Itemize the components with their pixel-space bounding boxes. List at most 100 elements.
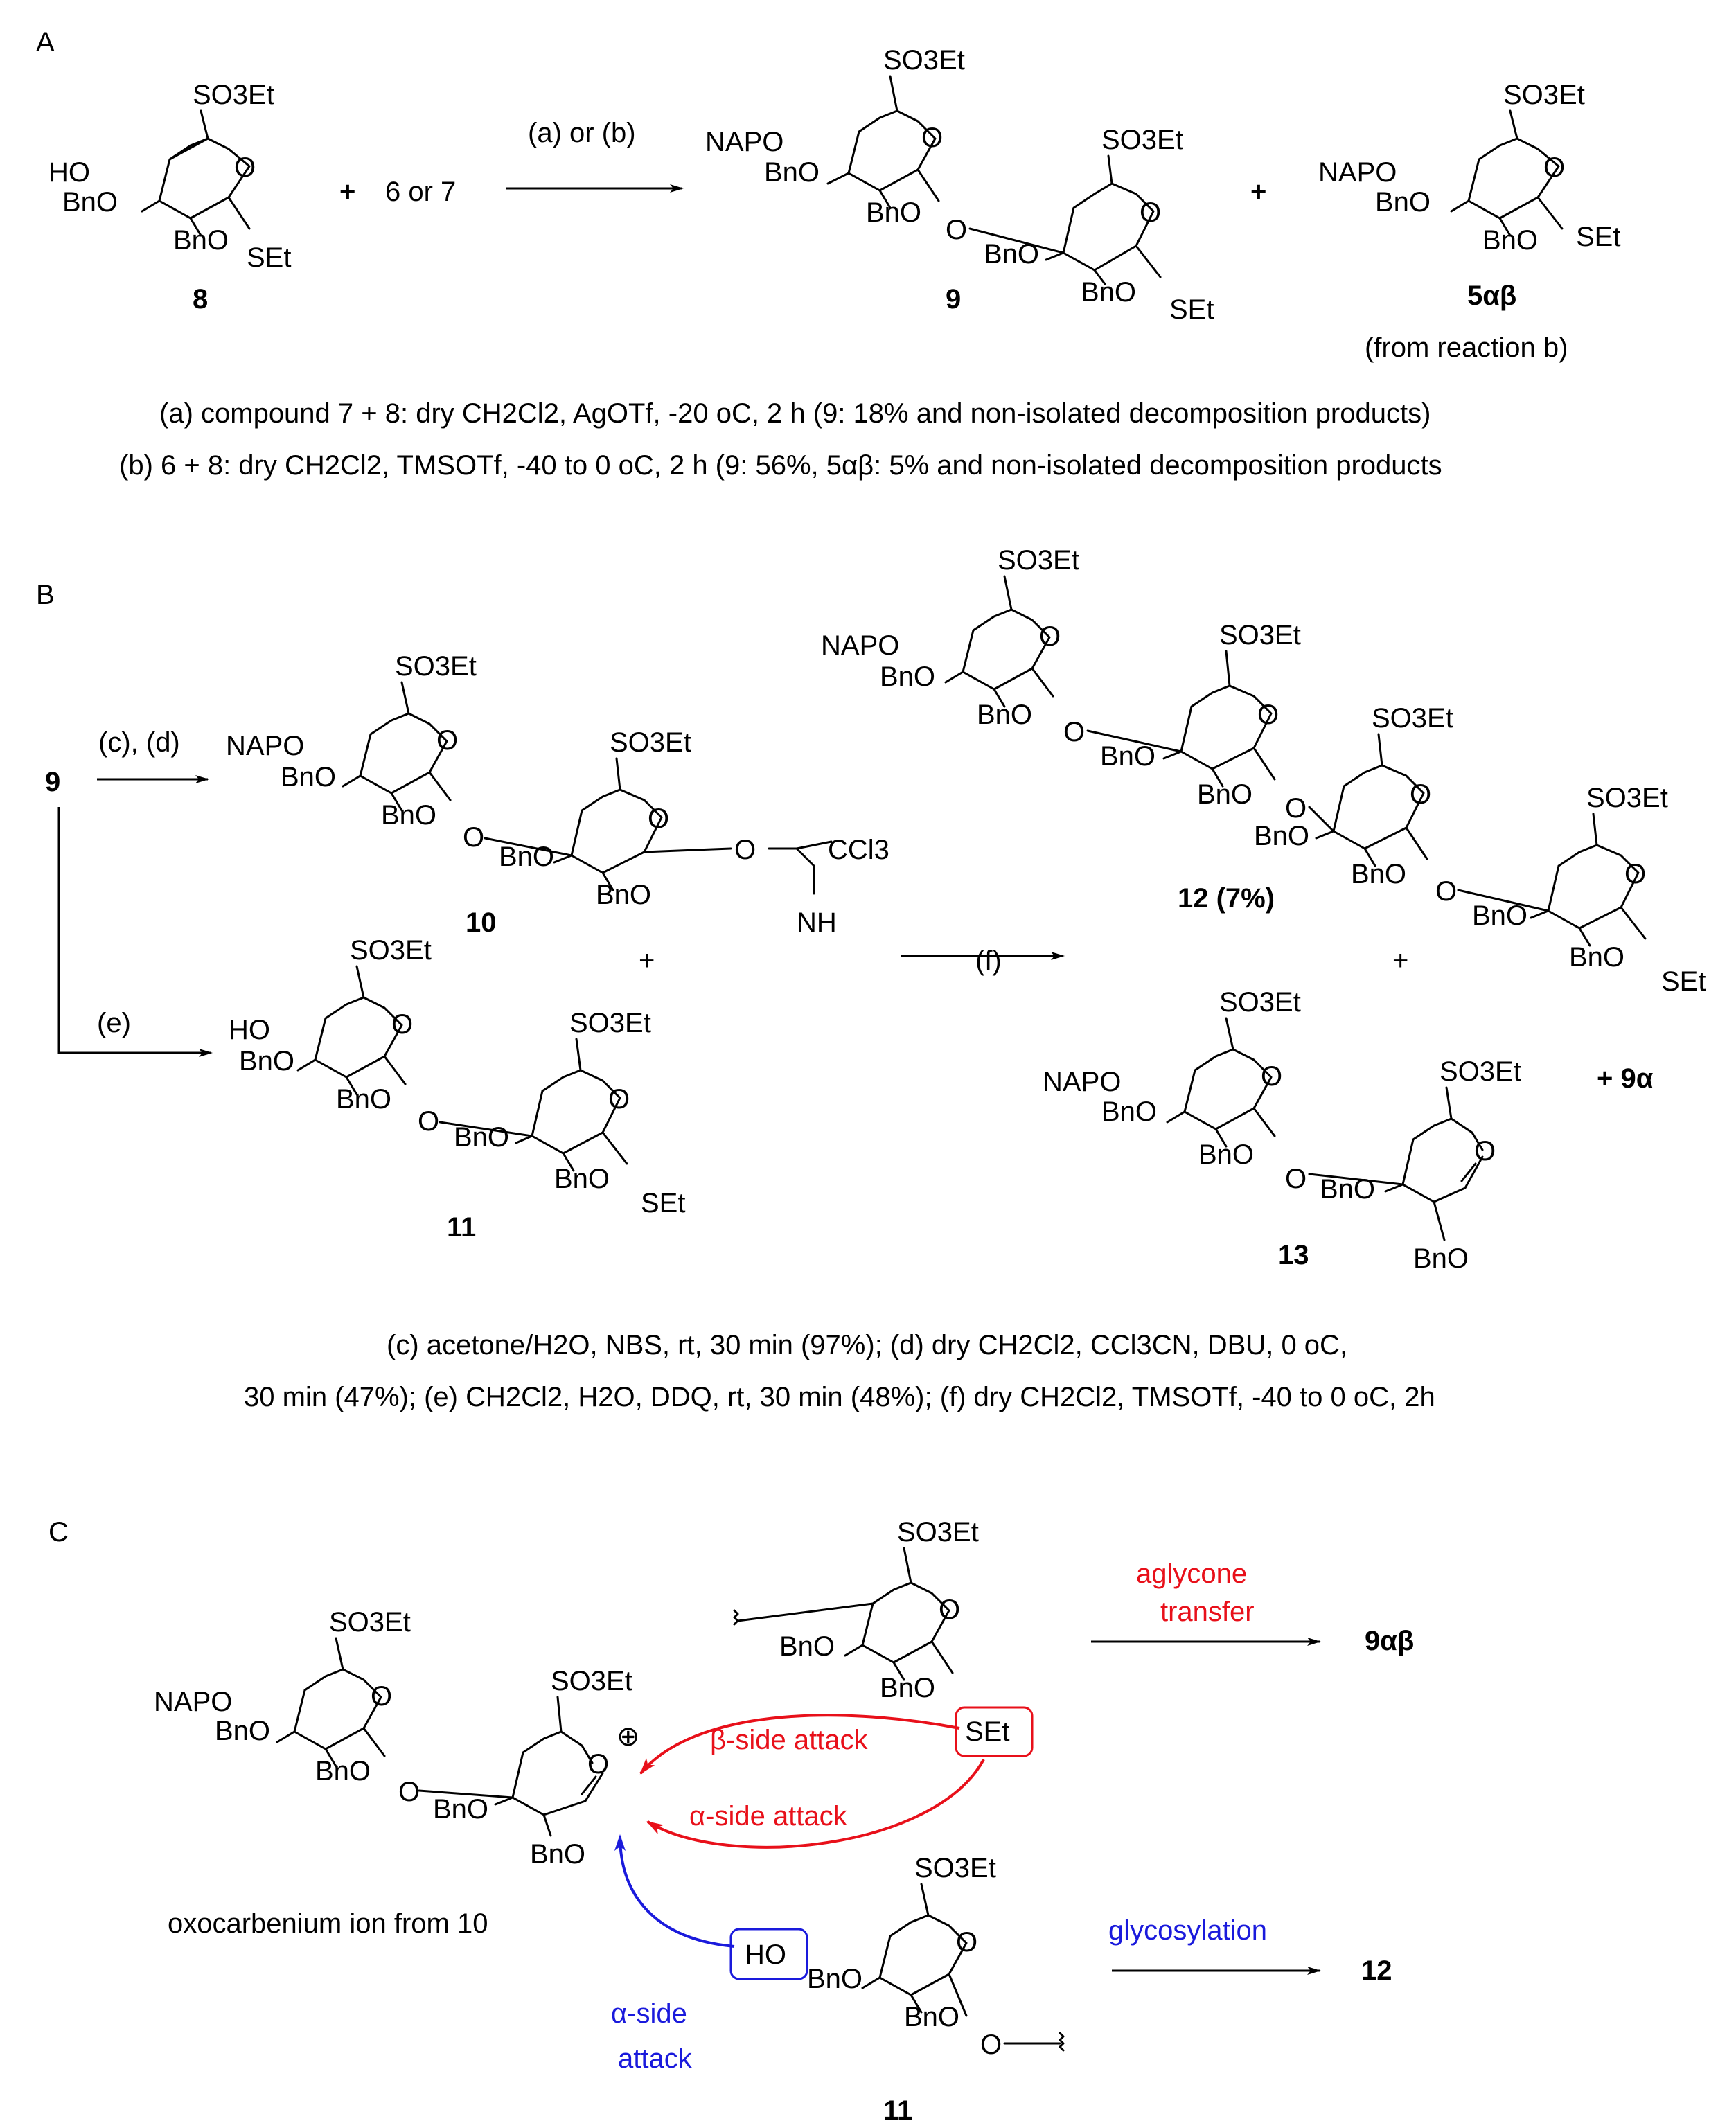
compound-12-structure: SO3Et O NAPO BnO BnO O SO3Et O BnO BnO O… — [821, 545, 1706, 997]
imidate-o: O — [734, 835, 756, 865]
ring-o: O — [1410, 779, 1431, 810]
ring-o: O — [1624, 859, 1646, 889]
bno-label: BnO — [1413, 1243, 1469, 1274]
beta-attack-arrow — [639, 1714, 960, 1775]
so3et-label: SO3Et — [1440, 1056, 1521, 1087]
so3et-label: SO3Et — [350, 935, 432, 966]
so3et-label: SO3Et — [897, 1517, 979, 1547]
ring-o: O — [391, 1009, 413, 1040]
bno-label: BnO — [315, 1756, 371, 1786]
ring-o: O — [921, 123, 943, 153]
alpha-attack-arrow-red — [646, 1759, 985, 1849]
alpha-attack-label: α-side attack — [689, 1801, 848, 1831]
bno-label: BnO — [880, 662, 935, 692]
bno-label: BnO — [1351, 859, 1406, 889]
plus-sign: + — [339, 177, 355, 207]
ring-o: O — [1257, 700, 1279, 730]
set-label: SEt — [641, 1188, 685, 1218]
reaction-arrow-e — [57, 807, 213, 1057]
compound-13-structure: SO3Et O NAPO BnO BnO O SO3Et O BnO BnO 1… — [1043, 987, 1521, 1274]
donor-11-label: 11 — [883, 2095, 912, 2121]
bno-label: BnO — [281, 762, 336, 792]
condition-a: (a) compound 7 + 8: dry CH2Cl2, AgOTf, -… — [159, 398, 1431, 429]
so3et-label: SO3Et — [329, 1607, 411, 1638]
ring-o: O — [234, 152, 256, 183]
bno-label: BnO — [530, 1839, 585, 1870]
panel-c-label: C — [48, 1517, 69, 1547]
bno-label: BnO — [1472, 900, 1527, 931]
so3et-label: SO3Et — [610, 727, 691, 758]
set-label: SEt — [965, 1716, 1009, 1747]
glycosidic-o: O — [1063, 717, 1085, 747]
reagent-6-or-7: 6 or 7 — [385, 177, 456, 207]
compound-9-structure: SO3Et O NAPO BnO BnO O SO3Et O BnO BnO S… — [705, 45, 1214, 325]
condition-c-d: (c) acetone/H2O, NBS, rt, 30 min (97%); … — [387, 1330, 1347, 1360]
ho-label: HO — [229, 1015, 270, 1045]
product-9ab: 9αβ — [1365, 1626, 1414, 1656]
plus-sign: + — [1392, 946, 1408, 976]
thioglycoside-fragment: SO3Et O BnO BnO SEt — [733, 1517, 1034, 1757]
bno-label: BnO — [1101, 1097, 1157, 1127]
oxocarbenium-ion-structure: SO3Et O NAPO BnO BnO O SO3Et O ⊕ BnO BnO… — [154, 1607, 640, 1939]
bno-label: BnO — [596, 880, 651, 910]
glycosidic-o: O — [1285, 793, 1307, 824]
condition-e-f: 30 min (47%); (e) CH2Cl2, H2O, DDQ, rt, … — [244, 1382, 1435, 1412]
ring-o: O — [956, 1927, 977, 1958]
compound-9-label: 9 — [946, 284, 961, 314]
compound-10-structure: SO3Et O NAPO BnO BnO O SO3Et O O CCl3 NH… — [226, 651, 889, 938]
nh-label: NH — [797, 907, 837, 938]
bno-label: BnO — [1320, 1174, 1375, 1205]
so3et-label: SO3Et — [914, 1853, 996, 1883]
alpha-attack-arrow-blue — [614, 1834, 735, 1948]
compound-10-label: 10 — [466, 907, 497, 938]
set-highlight-box — [955, 1706, 1034, 1757]
glycosidic-o: O — [1285, 1164, 1307, 1194]
product-12: 12 — [1361, 1955, 1392, 1986]
alpha-side-label-blue: α-side — [611, 1998, 687, 2029]
compound-8-structure: SO3Et O HO BnO BnO SEt 8 — [48, 80, 291, 314]
acceptor-fragment-11: SO3Et O HO BnO BnO O 11 — [729, 1853, 1065, 2121]
ring-o: O — [1039, 621, 1061, 652]
ring-o-cation: O — [587, 1749, 609, 1780]
bno-label: BnO — [1100, 741, 1155, 772]
napo-label: NAPO — [705, 127, 783, 157]
ring-o: O — [1261, 1061, 1282, 1092]
ccl3-label: CCl3 — [828, 835, 889, 865]
ring-o: O — [371, 1681, 392, 1712]
ring-o: O — [1543, 152, 1565, 183]
panel-b-label: B — [36, 580, 55, 610]
ring-o: O — [436, 725, 458, 756]
bno-label: BnO — [764, 157, 820, 188]
ho-highlight-box — [729, 1928, 808, 1980]
so3et-label: SO3Et — [1503, 80, 1585, 110]
arrow-label-f: (f) — [975, 946, 1002, 976]
condition-b: (b) 6 + 8: dry CH2Cl2, TMSOTf, -40 to 0 … — [119, 450, 1442, 481]
glycosidic-o: O — [1435, 876, 1457, 907]
bno-label: BnO — [880, 1673, 935, 1703]
bno-label: BnO — [1197, 779, 1252, 810]
set-label: SEt — [1661, 966, 1706, 997]
bno-label: BnO — [984, 239, 1039, 269]
bno-label: BnO — [1375, 187, 1431, 218]
so3et-label: SO3Et — [1219, 987, 1301, 1018]
bno-label: BnO — [62, 187, 118, 218]
bno-label: BnO — [1254, 821, 1309, 851]
bno-label: BnO — [173, 225, 229, 256]
arrow-label-c-d: (c), (d) — [98, 727, 180, 758]
beta-attack-label: β-side attack — [710, 1725, 869, 1755]
so3et-label: SO3Et — [1219, 620, 1301, 650]
ring-o: O — [608, 1084, 630, 1115]
bno-label: BnO — [239, 1046, 294, 1076]
plus-sign: + — [1250, 177, 1266, 207]
wavy-bond — [733, 1609, 739, 1626]
napo-label: NAPO — [1043, 1067, 1121, 1097]
compound-11-structure: SO3Et O HO BnO BnO O SO3Et O BnO BnO SEt… — [229, 935, 685, 1243]
compound-11-label: 11 — [447, 1212, 476, 1243]
ion-label: oxocarbenium ion from 10 — [168, 1908, 488, 1939]
compound-5ab-structure: SO3Et O NAPO BnO BnO SEt 5αβ (from react… — [1318, 80, 1620, 363]
so3et-label: SO3Et — [395, 651, 477, 682]
glycosidic-o: O — [463, 822, 484, 853]
set-label: SEt — [1576, 222, 1620, 252]
start-compound-9: 9 — [45, 767, 60, 797]
bno-label: BnO — [807, 1964, 862, 1994]
